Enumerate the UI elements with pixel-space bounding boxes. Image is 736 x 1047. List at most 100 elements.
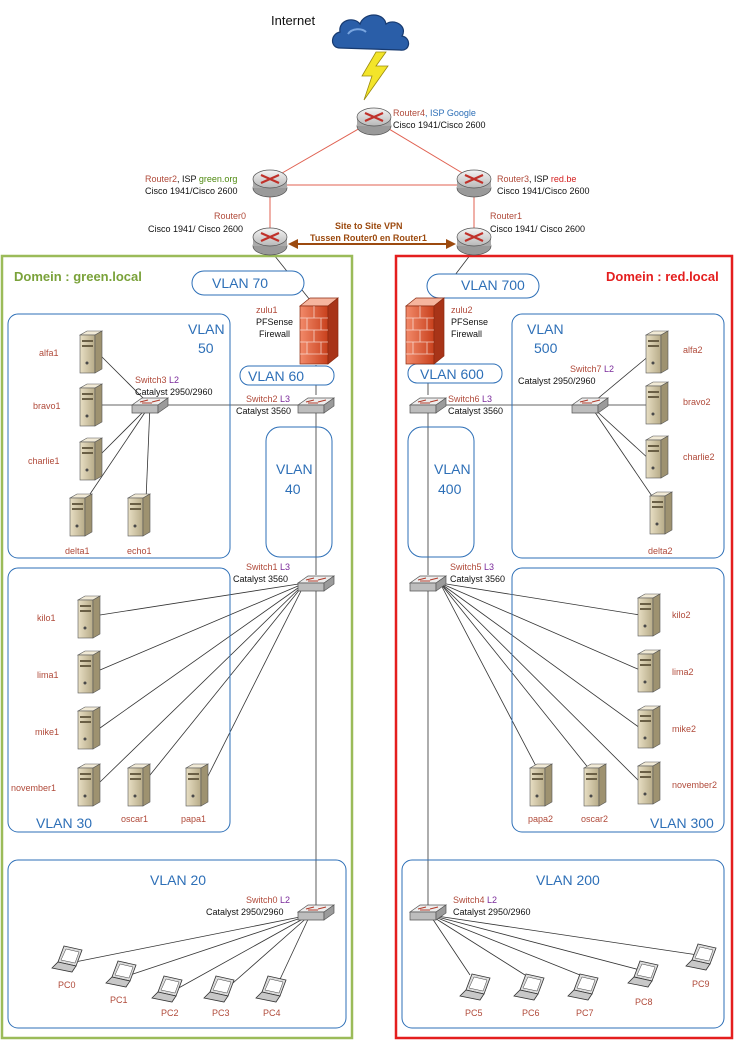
green-domain-box — [0, 254, 354, 1040]
switch3-layer: L2 — [169, 375, 179, 385]
router2-icon[interactable] — [251, 168, 289, 199]
vpn-label-2: Tussen Router0 en Router1 — [310, 233, 427, 243]
server-delta1: delta1 — [65, 546, 90, 556]
server-kilo2: kilo2 — [672, 610, 691, 620]
laptop-icon[interactable] — [627, 960, 659, 988]
svg-text:Router2, ISP green.org: Router2, ISP green.org — [145, 174, 237, 184]
laptop-icon[interactable] — [567, 973, 599, 1001]
laptop-icon[interactable] — [151, 975, 183, 1003]
router1-icon[interactable] — [455, 226, 493, 257]
zulu1-l3: Firewall — [259, 329, 290, 339]
router3-icon[interactable] — [455, 168, 493, 199]
router1-model: Cisco 1941/ Cisco 2600 — [490, 224, 585, 234]
server-icon[interactable] — [79, 330, 103, 374]
pc-pc7: PC7 — [576, 1008, 594, 1018]
switch6-icon[interactable] — [409, 397, 447, 414]
server-icon[interactable] — [77, 706, 101, 750]
vlan500-label-b: 500 — [534, 340, 558, 356]
laptop-icon[interactable] — [255, 975, 287, 1003]
laptop-icon[interactable] — [51, 945, 83, 973]
firewall-icon[interactable] — [299, 297, 339, 365]
server-icon[interactable] — [69, 493, 93, 537]
router4-model: Cisco 1941/Cisco 2600 — [393, 120, 486, 130]
switch2-layer: L3 — [280, 394, 290, 404]
vlan50-label-a: VLAN — [188, 321, 225, 337]
pc-pc6: PC6 — [522, 1008, 540, 1018]
laptop-icon[interactable] — [513, 973, 545, 1001]
switch2-icon[interactable] — [297, 397, 335, 414]
router3-isp-prefix: , ISP — [529, 174, 551, 184]
switch1-icon[interactable] — [297, 575, 335, 592]
server-icon[interactable] — [645, 330, 669, 374]
switch0-icon[interactable] — [297, 904, 335, 921]
switch3-icon[interactable] — [131, 397, 169, 414]
switch7-name: Switch7 — [570, 364, 602, 374]
vlan400-label-a: VLAN — [434, 461, 471, 477]
switch7-icon[interactable] — [571, 397, 609, 414]
firewall-icon[interactable] — [405, 297, 445, 365]
server-icon[interactable] — [185, 763, 209, 807]
server-icon[interactable] — [645, 435, 669, 479]
svg-text:Switch3 L2: Switch3 L2 — [135, 375, 179, 385]
vlan20-box — [7, 859, 347, 1029]
switch5-icon[interactable] — [409, 575, 447, 592]
server-icon[interactable] — [529, 763, 553, 807]
router4-icon[interactable] — [355, 106, 393, 137]
vlan300-label: VLAN 300 — [650, 815, 714, 831]
server-papa1: papa1 — [181, 814, 206, 824]
switch1-name: Switch1 — [246, 562, 278, 572]
server-papa2: papa2 — [528, 814, 553, 824]
server-icon[interactable] — [77, 763, 101, 807]
pc-pc5: PC5 — [465, 1008, 483, 1018]
server-icon[interactable] — [637, 761, 661, 805]
laptop-icon[interactable] — [459, 973, 491, 1001]
server-icon[interactable] — [127, 763, 151, 807]
server-icon[interactable] — [637, 593, 661, 637]
laptop-icon[interactable] — [105, 960, 137, 988]
server-icon[interactable] — [645, 381, 669, 425]
zulu2-name: zulu2 — [451, 305, 473, 315]
server-echo1: echo1 — [127, 546, 152, 556]
server-icon[interactable] — [583, 763, 607, 807]
server-icon[interactable] — [637, 649, 661, 693]
laptop-icon[interactable] — [203, 975, 235, 1003]
vpn-arrow — [288, 239, 456, 249]
server-icon[interactable] — [127, 493, 151, 537]
vlan600-label: VLAN 600 — [420, 366, 484, 382]
switch0-name: Switch0 — [246, 895, 278, 905]
router3-isp: red.be — [551, 174, 577, 184]
switch5-name: Switch5 — [450, 562, 482, 572]
server-icon[interactable] — [79, 383, 103, 427]
vlan600-box — [407, 363, 503, 384]
router2-isp: green.org — [199, 174, 238, 184]
server-icon[interactable] — [637, 705, 661, 749]
switch6-model: Catalyst 3560 — [448, 406, 503, 416]
vlan500-box — [511, 313, 725, 559]
server-oscar1: oscar1 — [121, 814, 148, 824]
svg-text:Router4, ISP Google: Router4, ISP Google — [393, 108, 476, 118]
server-november1: november1 — [11, 783, 56, 793]
switch4-name: Switch4 — [453, 895, 485, 905]
laptop-icon[interactable] — [685, 943, 717, 971]
svg-text:Switch1 L3: Switch1 L3 — [246, 562, 290, 572]
pc-pc1: PC1 — [110, 995, 128, 1005]
zulu1-name: zulu1 — [256, 305, 278, 315]
server-icon[interactable] — [77, 595, 101, 639]
router2-model: Cisco 1941/Cisco 2600 — [145, 186, 238, 196]
pc-pc3: PC3 — [212, 1008, 230, 1018]
server-icon[interactable] — [79, 437, 103, 481]
switch4-layer: L2 — [487, 895, 497, 905]
switch6-name: Switch6 — [448, 394, 480, 404]
router0-icon[interactable] — [251, 226, 289, 257]
vlan400-label-b: 400 — [438, 481, 462, 497]
router2-name: Router2 — [145, 174, 177, 184]
server-icon[interactable] — [77, 650, 101, 694]
server-bravo1: bravo1 — [33, 401, 61, 411]
svg-text:Switch4 L2: Switch4 L2 — [453, 895, 497, 905]
svg-text:Switch0 L2: Switch0 L2 — [246, 895, 290, 905]
vlan40-label-a: VLAN — [276, 461, 313, 477]
zulu2-l2: PFSense — [451, 317, 488, 327]
server-icon[interactable] — [649, 491, 673, 535]
switch5-model: Catalyst 3560 — [450, 574, 505, 584]
